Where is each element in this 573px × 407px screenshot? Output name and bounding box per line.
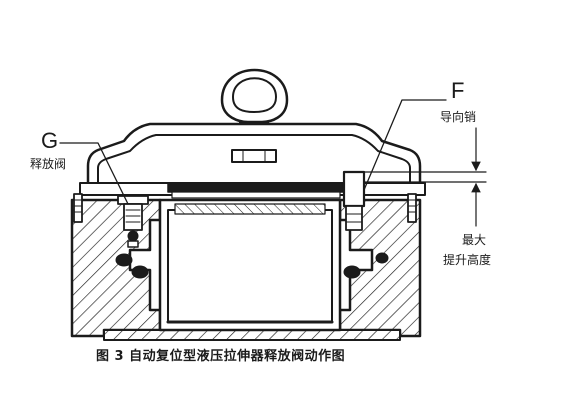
release-valve: [117, 195, 149, 248]
seal-rings: [115, 252, 389, 279]
cover-plate: [79, 182, 426, 199]
lift-height-dimension: [363, 127, 487, 227]
label-height-line1: 最大: [462, 233, 487, 247]
label-g-text: 释放阀: [30, 157, 67, 171]
leader-f: [363, 99, 447, 191]
piston: [158, 198, 342, 332]
label-g-letter: G: [41, 128, 59, 153]
housing-bottom: [103, 329, 401, 341]
figure-caption: 图 3 自动复位型液压拉伸器释放阀动作图: [96, 349, 346, 364]
side-fittings: [73, 193, 417, 223]
guide-pin: [342, 170, 366, 231]
label-height-line2: 提升高度: [443, 253, 492, 267]
label-f-text: 导向销: [440, 110, 477, 124]
housing-left: [70, 198, 162, 338]
lifting-handle: [86, 122, 422, 195]
label-f-letter: F: [451, 78, 465, 103]
leader-g: [59, 142, 129, 205]
